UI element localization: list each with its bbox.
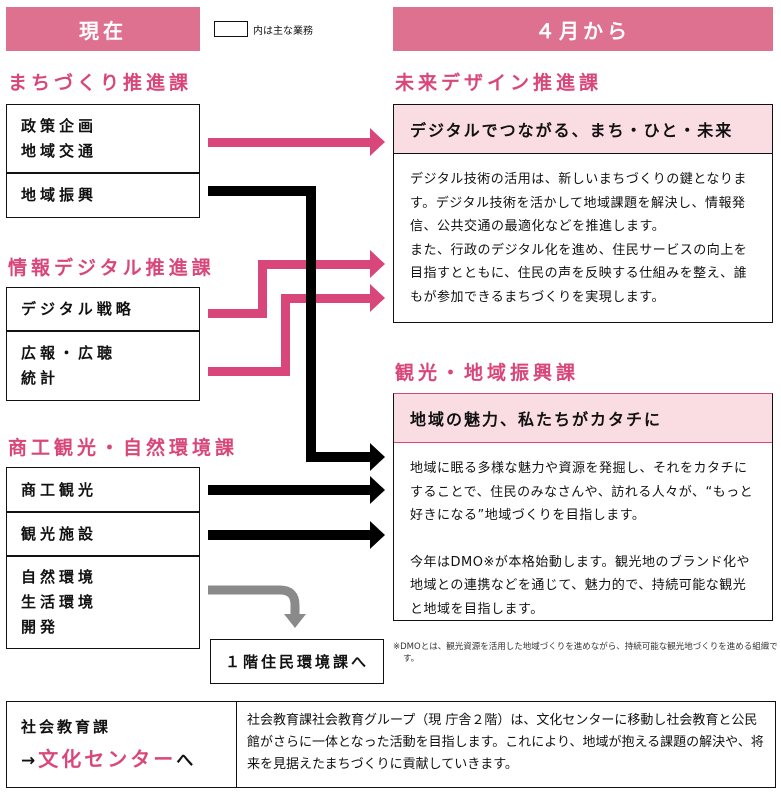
destination: 文化センター — [38, 747, 177, 771]
dept-card-mirai-design: デジタルでつながる、まち・ひと・未来 デジタル技術の活用は、新しいまちづくりの鍵… — [393, 104, 773, 323]
dept-title-kanko-chiiki: 観光・地域振興課 — [395, 362, 580, 384]
duty-cell: 商工観光 — [6, 467, 200, 513]
dept-title-joho-digital: 情報デジタル推進課 — [8, 257, 215, 279]
bottom-dept: 社会教育課 →文化センターへ — [7, 702, 237, 787]
arrow-icon — [208, 284, 385, 376]
duty-label: 統計 — [21, 368, 60, 387]
duty-label: 開発 — [21, 617, 60, 636]
description: また、行政のデジタル化を進め、住民サービスの向上を目指すとともに、住民の声を反映… — [410, 242, 748, 305]
pink-arrows — [208, 128, 385, 376]
footnote: ※DMOとは、観光資源を活用した地域づくりを進めながら、持続可能な観光地づくりを… — [393, 642, 778, 664]
description: 今年はDMO※が本格始動します。観光地のブランド化や地域との連携などを通じて、魅… — [410, 554, 751, 617]
duty-label: 自然環境 — [21, 567, 98, 586]
slogan: デジタルでつながる、まち・ひと・未来 — [394, 105, 772, 154]
dept-title-machizukuri: まちづくり推進課 — [8, 72, 193, 94]
duty-label: 商工観光 — [21, 480, 98, 499]
legend-text: 内は主な業務 — [253, 26, 313, 37]
arrow-icon — [208, 476, 385, 504]
arrow-icon: → — [21, 751, 39, 771]
black-arrows — [208, 186, 385, 549]
description: 地域に眠る多様な魅力や資源を発掘し、それをカタチにすることで、住民のみなさんや、… — [410, 461, 754, 523]
arrow-icon — [208, 521, 385, 549]
dept-card-kanko-chiiki: 地域の魅力、私たちがカタチに 地域に眠る多様な魅力や資源を発掘し、それをカタチに… — [393, 393, 773, 621]
duty-label: 地域交通 — [21, 142, 98, 160]
dept-name: 社会教育課 — [21, 718, 112, 736]
duty-label: 観光施設 — [21, 524, 98, 543]
header-current: 現在 — [6, 7, 200, 51]
duty-label: 生活環境 — [21, 592, 98, 611]
duty-cell: 広報・広聴統計 — [6, 330, 200, 401]
slogan: 地域の魅力、私たちがカタチに — [394, 394, 772, 443]
arrow-icon — [208, 250, 385, 318]
header-future: ４月から — [393, 7, 773, 51]
duty-cell: 観光施設 — [6, 511, 200, 557]
duty-label: 広報・広聴 — [21, 343, 117, 362]
description: デジタル技術の活用は、新しいまちづくりの鍵となります。デジタル技術を活かして地域… — [410, 172, 747, 234]
gray-arrow-icon — [208, 585, 306, 628]
duty-label: 政策企画 — [21, 117, 98, 135]
bottom-description: 社会教育課社会教育グループ（現 庁舎２階）は、文化センターに移動し社会教育と公民… — [247, 713, 764, 772]
suffix: へ — [176, 751, 197, 771]
bottom-box: 社会教育課 →文化センターへ 社会教育課社会教育グループ（現 庁舎２階）は、文化… — [6, 701, 776, 788]
moved-to-box: １階住民環境課へ — [210, 639, 384, 684]
arrow-icon — [208, 186, 385, 471]
duty-cell: 政策企画地域交通 — [6, 104, 200, 174]
legend-box — [214, 21, 248, 37]
duty-label: 地域振興 — [21, 185, 98, 204]
duty-cell: デジタル戦略 — [6, 287, 200, 332]
dept-title-mirai-design: 未来デザイン推進課 — [395, 72, 603, 94]
duty-cell: 自然環境生活環境開発 — [6, 555, 200, 649]
duty-label: デジタル戦略 — [21, 300, 135, 318]
dept-title-shoko-kanko: 商工観光・自然環境課 — [8, 437, 239, 459]
duty-cell: 地域振興 — [6, 172, 200, 218]
arrow-icon — [208, 128, 385, 156]
